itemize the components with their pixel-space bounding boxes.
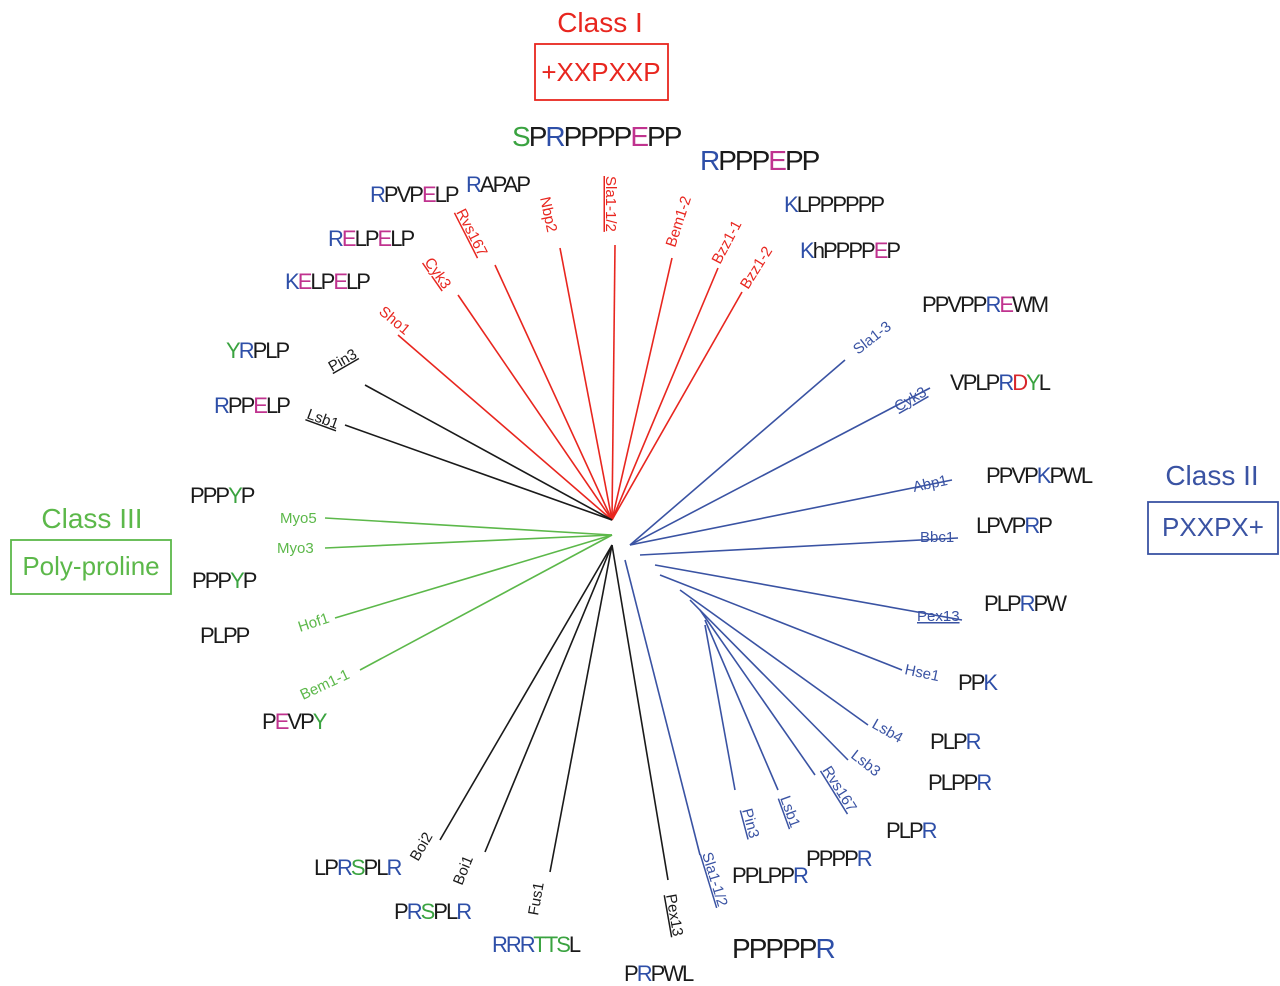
class-i-motif: +XXPXXP [541,57,660,87]
leaf-labels-class-iii: Myo5 Myo3 Hof1 Bem1-1 [277,510,352,704]
logo-plpp: PLPP [200,623,250,648]
leaf-lsb1-u: Lsb1 [305,406,341,433]
logo-rpvp: RPVPELP [370,182,459,207]
class-iii-title: Class III [41,503,142,534]
branches-class-ii [624,359,963,856]
leaf-lsb3: Lsb3 [848,747,884,780]
leaf-pex13-u: Pex13 [662,893,686,938]
class-ii-motif-box [1147,501,1279,555]
class-iii-header: Class III Poly-proline [10,503,172,595]
logo-urelpelp: RELPELP [328,226,414,251]
class-ii-header: Class II PXXPX+ [1147,460,1279,555]
branches-class-iii [324,517,613,671]
leaf-bem1-2: Bem1-2 [663,194,695,249]
logo-vplplrdyl: VPLPRDYL [950,370,1051,395]
logo-ppvpkpwl: PPVPKPWL [986,463,1093,488]
logo-plpr-3: PLPR [886,818,937,843]
leaf-myo5: Myo5 [280,510,317,527]
branches-class-i [397,244,743,521]
logo-ppvppre: PPVPPREWM [922,292,1048,317]
leaf-cyk3-i: Cyk3 [421,255,455,293]
leaf-lsb1-ii: Lsb1 [776,794,803,830]
leaf-rvs167-ii: Rvs167 [819,763,860,815]
leaf-sho1: Sho1 [375,303,413,339]
leaf-bzz1-1: Bzz1-1 [709,218,746,267]
logo-plpr-2: PLPPR [928,770,991,795]
logo-plpr-1: PLPR [930,729,981,754]
leaf-rvs167-i: Rvs167 [452,206,490,259]
logo-lpprsplr: LPRSPLR [314,855,401,880]
logo-lpvprp: LPVPRP [976,513,1052,538]
leaf-sla1-12-i: Sla1-1/2 [602,176,619,232]
leaf-bem1-1: Bem1-1 [298,666,353,704]
logo-yr: YRPLP [226,338,290,363]
leaf-pin3-ii: Pin3 [738,807,762,840]
motif-logos: SPRPPPPEPP RPVPELP RAPAP RPPPEPP KLPPPPP… [190,121,1095,986]
logo-ppypp-2: PPPYP [192,568,257,593]
class-ii-motif: PXXPX+ [1162,512,1264,542]
class-iii-motif: Poly-proline [22,551,159,581]
leaf-hse1: Hse1 [903,661,941,685]
logo-pppppr: PPPPPR [732,933,834,964]
leaf-pin3-u: Pin3 [326,346,361,376]
class-i-title: Class I [557,7,643,38]
leaf-bbc1: Bbc1 [920,529,954,546]
leaf-nbp2: Nbp2 [536,195,560,234]
leaf-fus1: Fus1 [525,881,548,917]
logo-classI-consensus: SPRPPPPEPP [512,121,682,152]
leaf-boi1: Boi1 [450,853,477,887]
class-ii-title: Class II [1165,460,1258,491]
logo-prsplr: PRSPLR [394,899,471,924]
leaf-sla1-12-ii: Sla1-1/2 [698,850,731,908]
leaf-myo3: Myo3 [277,540,314,557]
class-iii-motif-box [10,539,172,595]
leaf-lsb4: Lsb4 [869,716,906,747]
logo-pprpw: PLPRPW [984,591,1067,616]
leaf-abp1: Abp1 [911,472,949,496]
class-i-motif-box [534,43,669,101]
logo-khpppp: KhPPPPEP [800,238,900,263]
logo-rppelp: RPPELP [214,393,290,418]
logo-kpppppp: KLPPPPPP [784,192,884,217]
logo-ppppr: PPPPR [806,846,872,871]
logo-rpppp: RPPPEPP [700,145,820,176]
logo-ppvpy: PEVPY [262,709,328,734]
logo-prwl: PRPWL [624,961,694,986]
logo-kelpelp: KELPELP [285,269,370,294]
leaf-bzz1-2: Bzz1-2 [737,244,776,293]
logo-rap: RAPAP [466,172,530,197]
leaf-hof1: Hof1 [296,610,331,636]
logo-pppk: PPK [958,670,998,695]
class-i-header: Class I +XXPXXP [534,7,669,101]
logo-ppypp-1: PPPYP [190,483,255,508]
branches-unclassified [344,384,669,881]
leaf-cyk3-ii: Cyk3 [892,384,930,416]
leaf-boi2: Boi2 [407,829,437,864]
leaf-sla1-3: Sla1-3 [850,318,895,358]
logo-rrttsl: RRRTTSL [492,932,581,957]
logo-pplppr: PPLPPR [732,863,808,888]
leaf-pex13-ii: Pex13 [917,608,960,625]
